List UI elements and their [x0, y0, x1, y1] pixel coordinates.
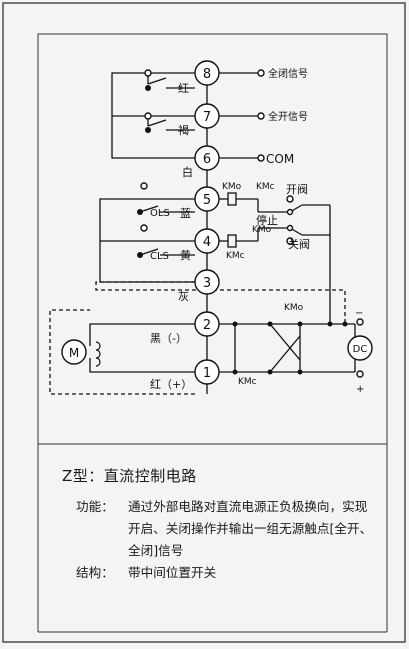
- terminal-7: [194, 103, 220, 129]
- signal-full-open: 全开信号: [268, 110, 308, 123]
- wire-color-t1: 红（+）: [150, 378, 192, 391]
- kmo-power-label: KMo: [284, 303, 304, 313]
- outer-border: [2, 2, 406, 643]
- terminal-4: [194, 228, 220, 254]
- signal-com: COM: [266, 152, 294, 166]
- close-valve-label: 关阀: [288, 237, 310, 251]
- terminal-3-label: 3: [203, 276, 211, 291]
- motor-label: M: [69, 346, 79, 360]
- terminal-5-label: 5: [203, 193, 211, 208]
- kmo-coil-label: KMo: [222, 182, 242, 192]
- dc-label: DC: [353, 344, 368, 355]
- terminal-6: [194, 145, 220, 171]
- open-valve-label: 开阀: [286, 182, 308, 196]
- dc-source-symbol: [347, 335, 373, 361]
- terminal-1-label: 1: [203, 366, 211, 381]
- function-label: 功能：: [76, 499, 114, 514]
- circuit-title: Z型：直流控制电路: [62, 467, 197, 485]
- wire-color-t4: 黄: [180, 248, 191, 262]
- structure-text: 带中间位置开关: [128, 565, 217, 580]
- motor-symbol: [61, 339, 87, 365]
- terminal-7-label: 7: [203, 110, 211, 125]
- dc-plus-label: +: [356, 384, 364, 395]
- stop-label: 停止: [256, 213, 278, 227]
- terminal-8-label: 8: [203, 67, 211, 82]
- ols-label: OLS: [150, 208, 170, 219]
- terminal-2: [194, 311, 220, 337]
- dc-minus-label: −: [355, 308, 363, 319]
- structure-row: 结构： 带中间位置开关: [76, 562, 376, 584]
- wire-color-t8: 红: [178, 82, 189, 95]
- structure-label: 结构：: [76, 565, 114, 580]
- wire-color-t3: 灰: [178, 289, 189, 303]
- terminal-1: [194, 359, 220, 385]
- wire-color-t6: 白: [182, 165, 193, 179]
- kmc-contact-label: KMc: [256, 182, 275, 192]
- wire-color-t7: 褐: [178, 123, 189, 137]
- signal-full-closed: 全闭信号: [268, 67, 308, 80]
- kmc-coil-label: KMc: [226, 251, 245, 261]
- cls-label: CLS: [150, 251, 169, 262]
- diagram-border: [37, 33, 388, 445]
- function-text: 通过外部电路对直流电源正负极换向，实现开启、关闭操作并输出一组无源触点[全开、全…: [128, 499, 373, 558]
- terminal-3: [194, 269, 220, 295]
- terminal-2-label: 2: [203, 318, 211, 333]
- function-row: 功能： 通过外部电路对直流电源正负极换向，实现开启、关闭操作并输出一组无源触点[…: [76, 496, 376, 562]
- circuit-description: 功能： 通过外部电路对直流电源正负极换向，实现开启、关闭操作并输出一组无源触点[…: [76, 496, 376, 584]
- kmo-contact-label: KMo: [252, 225, 272, 235]
- kmc-power-label: KMc: [238, 377, 257, 387]
- terminal-6-label: 6: [203, 152, 211, 167]
- wire-color-t5: 蓝: [180, 207, 191, 220]
- terminal-4-label: 4: [203, 235, 211, 250]
- wire-color-t2: 黑（-）: [150, 332, 187, 345]
- terminal-8: [194, 60, 220, 86]
- terminal-5: [194, 186, 220, 212]
